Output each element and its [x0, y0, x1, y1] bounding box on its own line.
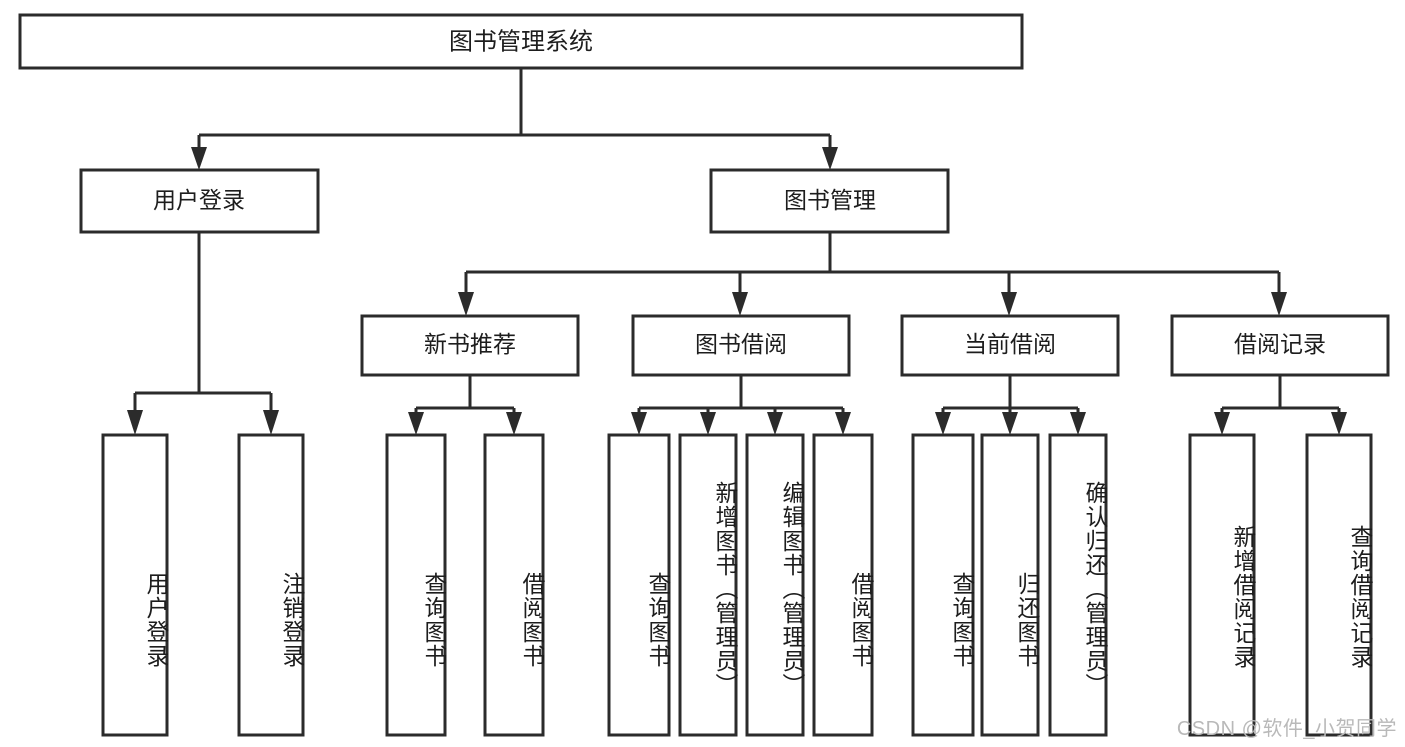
arrowhead-borrow-records — [1271, 292, 1287, 316]
leaf-box-logout[interactable] — [237, 433, 305, 737]
leaf-box-bb-query-book[interactable] — [607, 433, 671, 737]
node-user-login[interactable]: 用户登录 — [79, 168, 320, 234]
node-new-book-recommend-label: 新书推荐 — [424, 331, 516, 357]
arrowhead-br-leaf-2 — [1331, 412, 1347, 435]
leaf-box-cb-confirm-return[interactable] — [1048, 433, 1108, 737]
arrowhead-br-leaf-1 — [1214, 412, 1230, 435]
node-borrow-records-box[interactable] — [1170, 314, 1390, 377]
arrowhead-current-borrow — [1001, 292, 1017, 316]
edges-new-book-recommend-to-leaves — [408, 375, 522, 435]
edges-current-borrow-to-leaves — [935, 375, 1086, 435]
leaf-box-nbr-query-book[interactable] — [385, 433, 447, 737]
edges-user-login-to-leaves — [127, 232, 279, 435]
arrowhead-book-manage — [822, 147, 838, 170]
arrowhead-cb-leaf-1 — [935, 412, 951, 435]
node-book-management-label: 图书管理 — [784, 187, 876, 213]
leaf-box-br-add-record[interactable] — [1188, 433, 1256, 737]
node-book-borrow-box[interactable] — [631, 314, 851, 377]
arrowhead-bb-leaf-1 — [631, 412, 647, 435]
node-book-management[interactable]: 图书管理 — [709, 168, 950, 234]
node-current-borrow-box[interactable] — [900, 314, 1120, 377]
edges-book-borrow-to-leaves — [631, 375, 851, 435]
node-book-borrow-label: 图书借阅 — [695, 331, 787, 357]
edges-borrow-records-to-leaves — [1214, 375, 1347, 435]
arrowhead-nbr-leaf-2 — [506, 412, 522, 435]
node-book-borrow[interactable]: 图书借阅 — [631, 314, 851, 377]
leaf-box-nbr-borrow-book[interactable] — [483, 433, 545, 737]
node-borrow-records-label: 借阅记录 — [1234, 331, 1326, 357]
node-root-box[interactable] — [18, 13, 1024, 70]
arrowhead-new-book-recommend — [458, 292, 474, 316]
leaf-box-bb-borrow-book[interactable] — [812, 433, 874, 737]
leaf-box-cb-return-book[interactable] — [980, 433, 1040, 737]
csdn-watermark: CSDN @软件_小贺同学 — [1176, 718, 1397, 740]
arrowhead-user-login — [191, 147, 207, 170]
node-user-login-label: 用户登录 — [153, 187, 245, 213]
arrowhead-bb-leaf-4 — [835, 412, 851, 435]
edges-book-management-to-level3 — [458, 232, 1287, 316]
leaf-box-cb-query-book[interactable] — [911, 433, 975, 737]
leaf-boxes — [101, 433, 1373, 737]
node-root[interactable]: 图书管理系统 — [18, 13, 1024, 70]
arrowhead-book-borrow — [732, 292, 748, 316]
leaf-box-bb-add-book[interactable] — [678, 433, 738, 737]
leaf-box-user-login[interactable] — [101, 433, 169, 737]
leaf-box-br-query-record[interactable] — [1305, 433, 1373, 737]
arrowhead-nbr-leaf-1 — [408, 412, 424, 435]
leaf-box-bb-edit-book[interactable] — [745, 433, 805, 737]
arrowhead-bb-leaf-2 — [700, 412, 716, 435]
arrowhead-leaf-user-login — [127, 410, 143, 435]
arrowhead-cb-leaf-2 — [1002, 412, 1018, 435]
edges-root-to-level2 — [191, 68, 838, 170]
node-new-book-recommend[interactable]: 新书推荐 — [360, 314, 580, 377]
arrowhead-cb-leaf-3 — [1070, 412, 1086, 435]
node-borrow-records[interactable]: 借阅记录 — [1170, 314, 1390, 377]
node-new-book-recommend-box[interactable] — [360, 314, 580, 377]
node-current-borrow-label: 当前借阅 — [964, 331, 1056, 357]
arrowhead-leaf-logout — [263, 410, 279, 435]
node-book-management-box[interactable] — [709, 168, 950, 234]
node-current-borrow[interactable]: 当前借阅 — [900, 314, 1120, 377]
arrowhead-bb-leaf-3 — [767, 412, 783, 435]
node-root-label: 图书管理系统 — [449, 28, 593, 55]
